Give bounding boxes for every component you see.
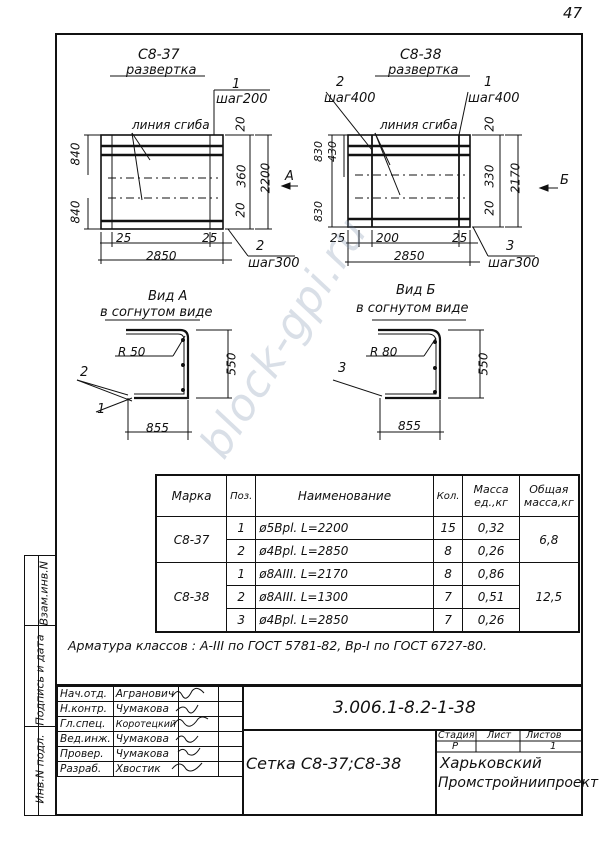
- role-6: Разраб.: [57, 761, 114, 777]
- right-step400-r: шаг400: [468, 91, 520, 106]
- view-b-title: Вид Б: [396, 283, 436, 298]
- view-a-pos1: 1: [97, 402, 106, 417]
- row4-mass: 0,51: [462, 585, 520, 609]
- person-4: Чумакова: [112, 731, 180, 747]
- view-a-pos2: 2: [80, 365, 89, 380]
- row2-pos: 2: [226, 539, 257, 563]
- title-block-signatures: Нач.отд.Агранович Н.контр.Чумакова Гл.сп…: [57, 686, 244, 777]
- row4-name: ø8AIII. L=1300: [255, 585, 434, 609]
- person-6: Хвостик: [112, 761, 180, 777]
- row1-pos: 1: [226, 516, 257, 540]
- sheet-label: Лист: [487, 730, 512, 741]
- right-bend-line: линия сгиба: [380, 118, 458, 132]
- row2-mass: 0,26: [462, 539, 520, 563]
- view-a-radius: R 50: [118, 345, 146, 359]
- row5-pos: 3: [226, 608, 257, 633]
- arrow-a-label: А: [285, 169, 294, 184]
- total-c8-37: 6,8: [518, 516, 580, 563]
- left-bend-line: линия сгиба: [132, 118, 210, 132]
- left-pos2: 2: [256, 239, 265, 254]
- page-number: 47: [563, 4, 583, 22]
- row5-mass: 0,26: [462, 608, 520, 633]
- right-pos3: 3: [506, 239, 515, 254]
- header-mass: Масса ед.,кг: [462, 474, 520, 517]
- right-title: С8-38: [400, 47, 442, 63]
- row5-name: ø4Bpl. L=2850: [255, 608, 434, 633]
- reinforcement-note: Арматура классов : А-III по ГОСТ 5781-82…: [68, 638, 487, 653]
- document-code: 3.006.1-8.2-1-38: [333, 698, 476, 718]
- view-b-dim-855: 855: [398, 419, 421, 433]
- view-b-subtitle: в согнутом виде: [356, 301, 469, 316]
- arrow-b-label: Б: [560, 173, 569, 188]
- organization-line2: Промстройниипроект: [438, 775, 599, 791]
- view-b-pos3: 3: [338, 361, 347, 376]
- row5-qty: 7: [432, 608, 464, 633]
- row4-qty: 7: [432, 585, 464, 609]
- right-dim-25r: 25: [452, 231, 468, 245]
- left-step300: шаг300: [248, 256, 300, 271]
- header-name: Наименование: [255, 474, 434, 517]
- left-step200: шаг200: [216, 92, 268, 107]
- right-step300: шаг300: [488, 256, 540, 271]
- row3-pos: 1: [226, 562, 257, 586]
- left-subtitle: развертка: [126, 63, 197, 78]
- sheets-value: 1: [550, 741, 557, 752]
- header-total: Общая масса,кг: [518, 474, 580, 517]
- header-mark: Марка: [155, 474, 228, 517]
- view-a-dim-855: 855: [146, 421, 169, 435]
- right-subtitle: развертка: [388, 63, 459, 78]
- sheets-label: Листов: [526, 730, 562, 741]
- left-dim-25l: 25: [116, 231, 132, 245]
- right-pos2: 2: [336, 75, 345, 90]
- stage-value: Р: [452, 741, 459, 752]
- view-b-radius: R 80: [370, 345, 398, 359]
- row4-pos: 2: [226, 585, 257, 609]
- view-a-title: Вид А: [148, 289, 188, 304]
- right-dim-2850: 2850: [394, 249, 425, 263]
- person-2: Чумакова: [112, 701, 180, 717]
- total-c8-38: 12,5: [518, 562, 580, 633]
- view-a-subtitle: в согнутом виде: [100, 305, 213, 320]
- left-dim-2850: 2850: [146, 249, 177, 263]
- role-5: Провер.: [57, 746, 114, 762]
- mark-c8-37: С8-37: [155, 516, 228, 563]
- right-dim-200: 200: [376, 231, 399, 245]
- row1-mass: 0,32: [462, 516, 520, 540]
- left-pos1: 1: [232, 77, 241, 92]
- header-pos: Поз.: [226, 474, 257, 517]
- right-dim-25l: 25: [330, 231, 346, 245]
- organization-line1: Харьковский: [440, 754, 542, 772]
- right-pos1: 1: [484, 75, 493, 90]
- stage-label: Стадия: [438, 730, 475, 741]
- drawing-title: Сетка С8-37;С8-38: [246, 754, 402, 773]
- left-dim-25r: 25: [202, 231, 218, 245]
- drawing-frame: [55, 33, 583, 816]
- left-title: С8-37: [138, 47, 180, 63]
- row2-qty: 8: [432, 539, 464, 563]
- spec-table: Марка Поз. Наименование Кол. Масса ед.,к…: [155, 474, 580, 633]
- left-margin-strip: [24, 555, 55, 816]
- right-step400-l: шаг400: [324, 91, 376, 106]
